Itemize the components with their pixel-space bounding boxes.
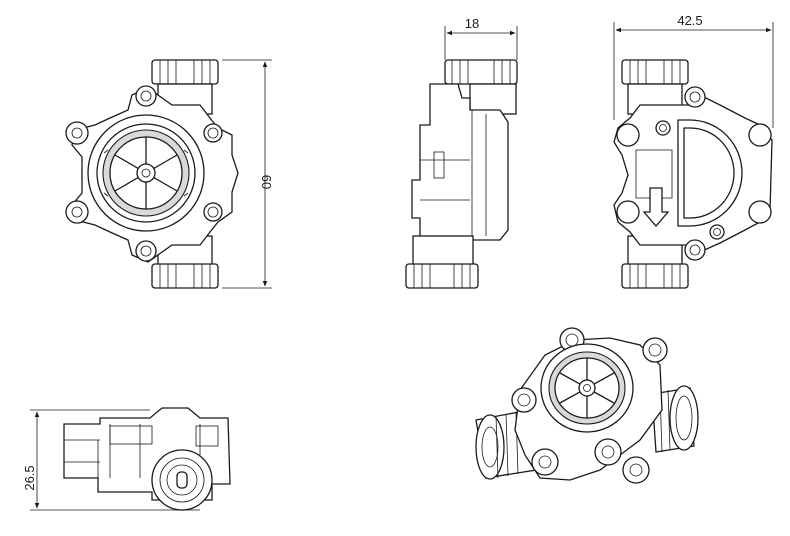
dim-side-height-label: 26.5: [22, 465, 37, 490]
dimension-width: 42.5: [613, 13, 774, 128]
dim-thickness-label: 18: [465, 16, 479, 31]
back-view: [613, 59, 773, 289]
bottom-view: [63, 407, 231, 511]
dimension-thickness: 18: [444, 16, 518, 60]
dimension-side-height: 26.5: [22, 409, 200, 511]
front-view: [65, 59, 239, 289]
isometric-view: [475, 327, 699, 484]
dim-width-label: 42.5: [677, 13, 702, 28]
dimension-height: 60: [222, 59, 274, 289]
dim-height-label: 60: [259, 175, 274, 189]
side-view: [405, 59, 518, 289]
